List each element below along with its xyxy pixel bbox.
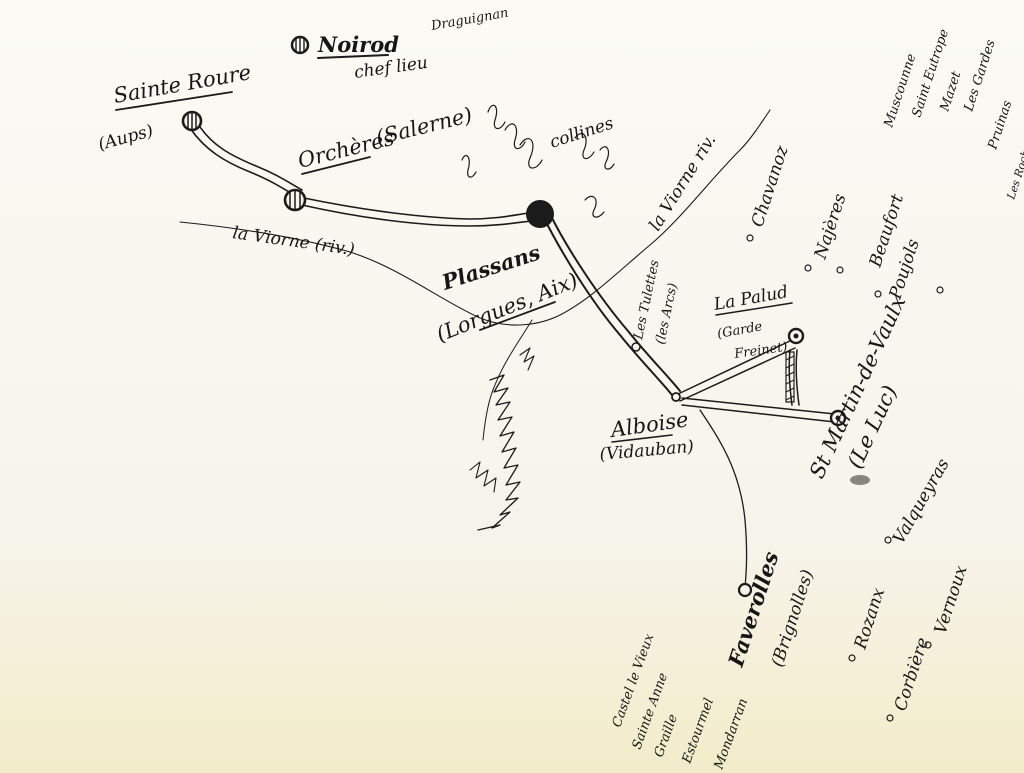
road-alboise-st-martin [681, 397, 836, 415]
town-faverolles-marker [737, 582, 753, 598]
road-plassans-alboise-2 [550, 215, 681, 392]
village-label: Valqueyras [889, 455, 954, 547]
main-roads [189, 123, 681, 396]
legend-place: Draguignan [429, 6, 509, 35]
road-la-palud-st-martin [788, 349, 793, 406]
label-orcheres-alt: (Salerne) [373, 103, 474, 150]
village-label: Mondarran [711, 697, 751, 773]
label-tulettes-alt: (les Arcs) [653, 282, 681, 346]
legend: Noirod Draguignan chef lieu [290, 6, 510, 83]
town-alboise-marker [671, 392, 681, 402]
village-label: Vernoux [931, 563, 972, 637]
road-alboise-st-martin-2 [681, 404, 836, 423]
label-sainte-roure-alt: (Aups) [96, 121, 155, 155]
road-alboise-la-palud-2 [679, 347, 796, 402]
road-plassans-alboise [543, 217, 673, 396]
road-la-palud-st-martin-2 [795, 349, 800, 406]
village-label: Najères [810, 191, 850, 262]
village-label: Muscounne [881, 52, 919, 130]
river-viorne [179, 109, 771, 326]
village-label: Les Gardes [961, 38, 999, 114]
town-plassans-marker [526, 200, 554, 228]
town-sainte-roure-marker [181, 110, 203, 132]
road-sainte-roure-orcheres-2 [197, 123, 303, 191]
village-label: Pruinas [985, 98, 1015, 152]
village-label: Chavanoz [748, 143, 793, 230]
town-la-palud-marker [787, 327, 805, 345]
legend-title: Noirod [317, 32, 399, 57]
village-label: Estourmel [679, 696, 717, 766]
river-branch [482, 319, 533, 441]
road-orcheres-plassans [301, 204, 541, 227]
secondary-roads [675, 339, 836, 589]
road-alboise-la-palud [675, 339, 793, 396]
hatched-road-segment [785, 351, 795, 403]
village-label: Corbière [891, 635, 933, 713]
label-faverolles-alt: (Brignolles) [768, 567, 818, 669]
towns [181, 110, 870, 598]
rivers [179, 109, 771, 441]
road-sainte-roure-orcheres [189, 127, 297, 197]
label-la-palud-alt: (Garde [716, 319, 764, 342]
road-alboise-faverolles [699, 409, 748, 589]
ink-blot [850, 475, 870, 485]
mountain-scribble [469, 347, 535, 531]
village-label: Rozanx [850, 585, 889, 652]
legend-subtitle: chef lieu [353, 53, 429, 83]
label-sainte-roure: Sainte Roure [112, 60, 253, 108]
village-label: Graille [652, 712, 681, 759]
label-la-palud-alt2: Freinet) [732, 340, 788, 362]
town-tulettes-marker [631, 342, 641, 352]
town-orcheres-marker [283, 188, 307, 212]
village-label: Mazet [937, 69, 964, 114]
label-viorne-lower: la Viorne (riv.) [231, 223, 356, 260]
road-orcheres-plassans-2 [303, 197, 537, 220]
town-st-martin-marker [829, 409, 847, 427]
